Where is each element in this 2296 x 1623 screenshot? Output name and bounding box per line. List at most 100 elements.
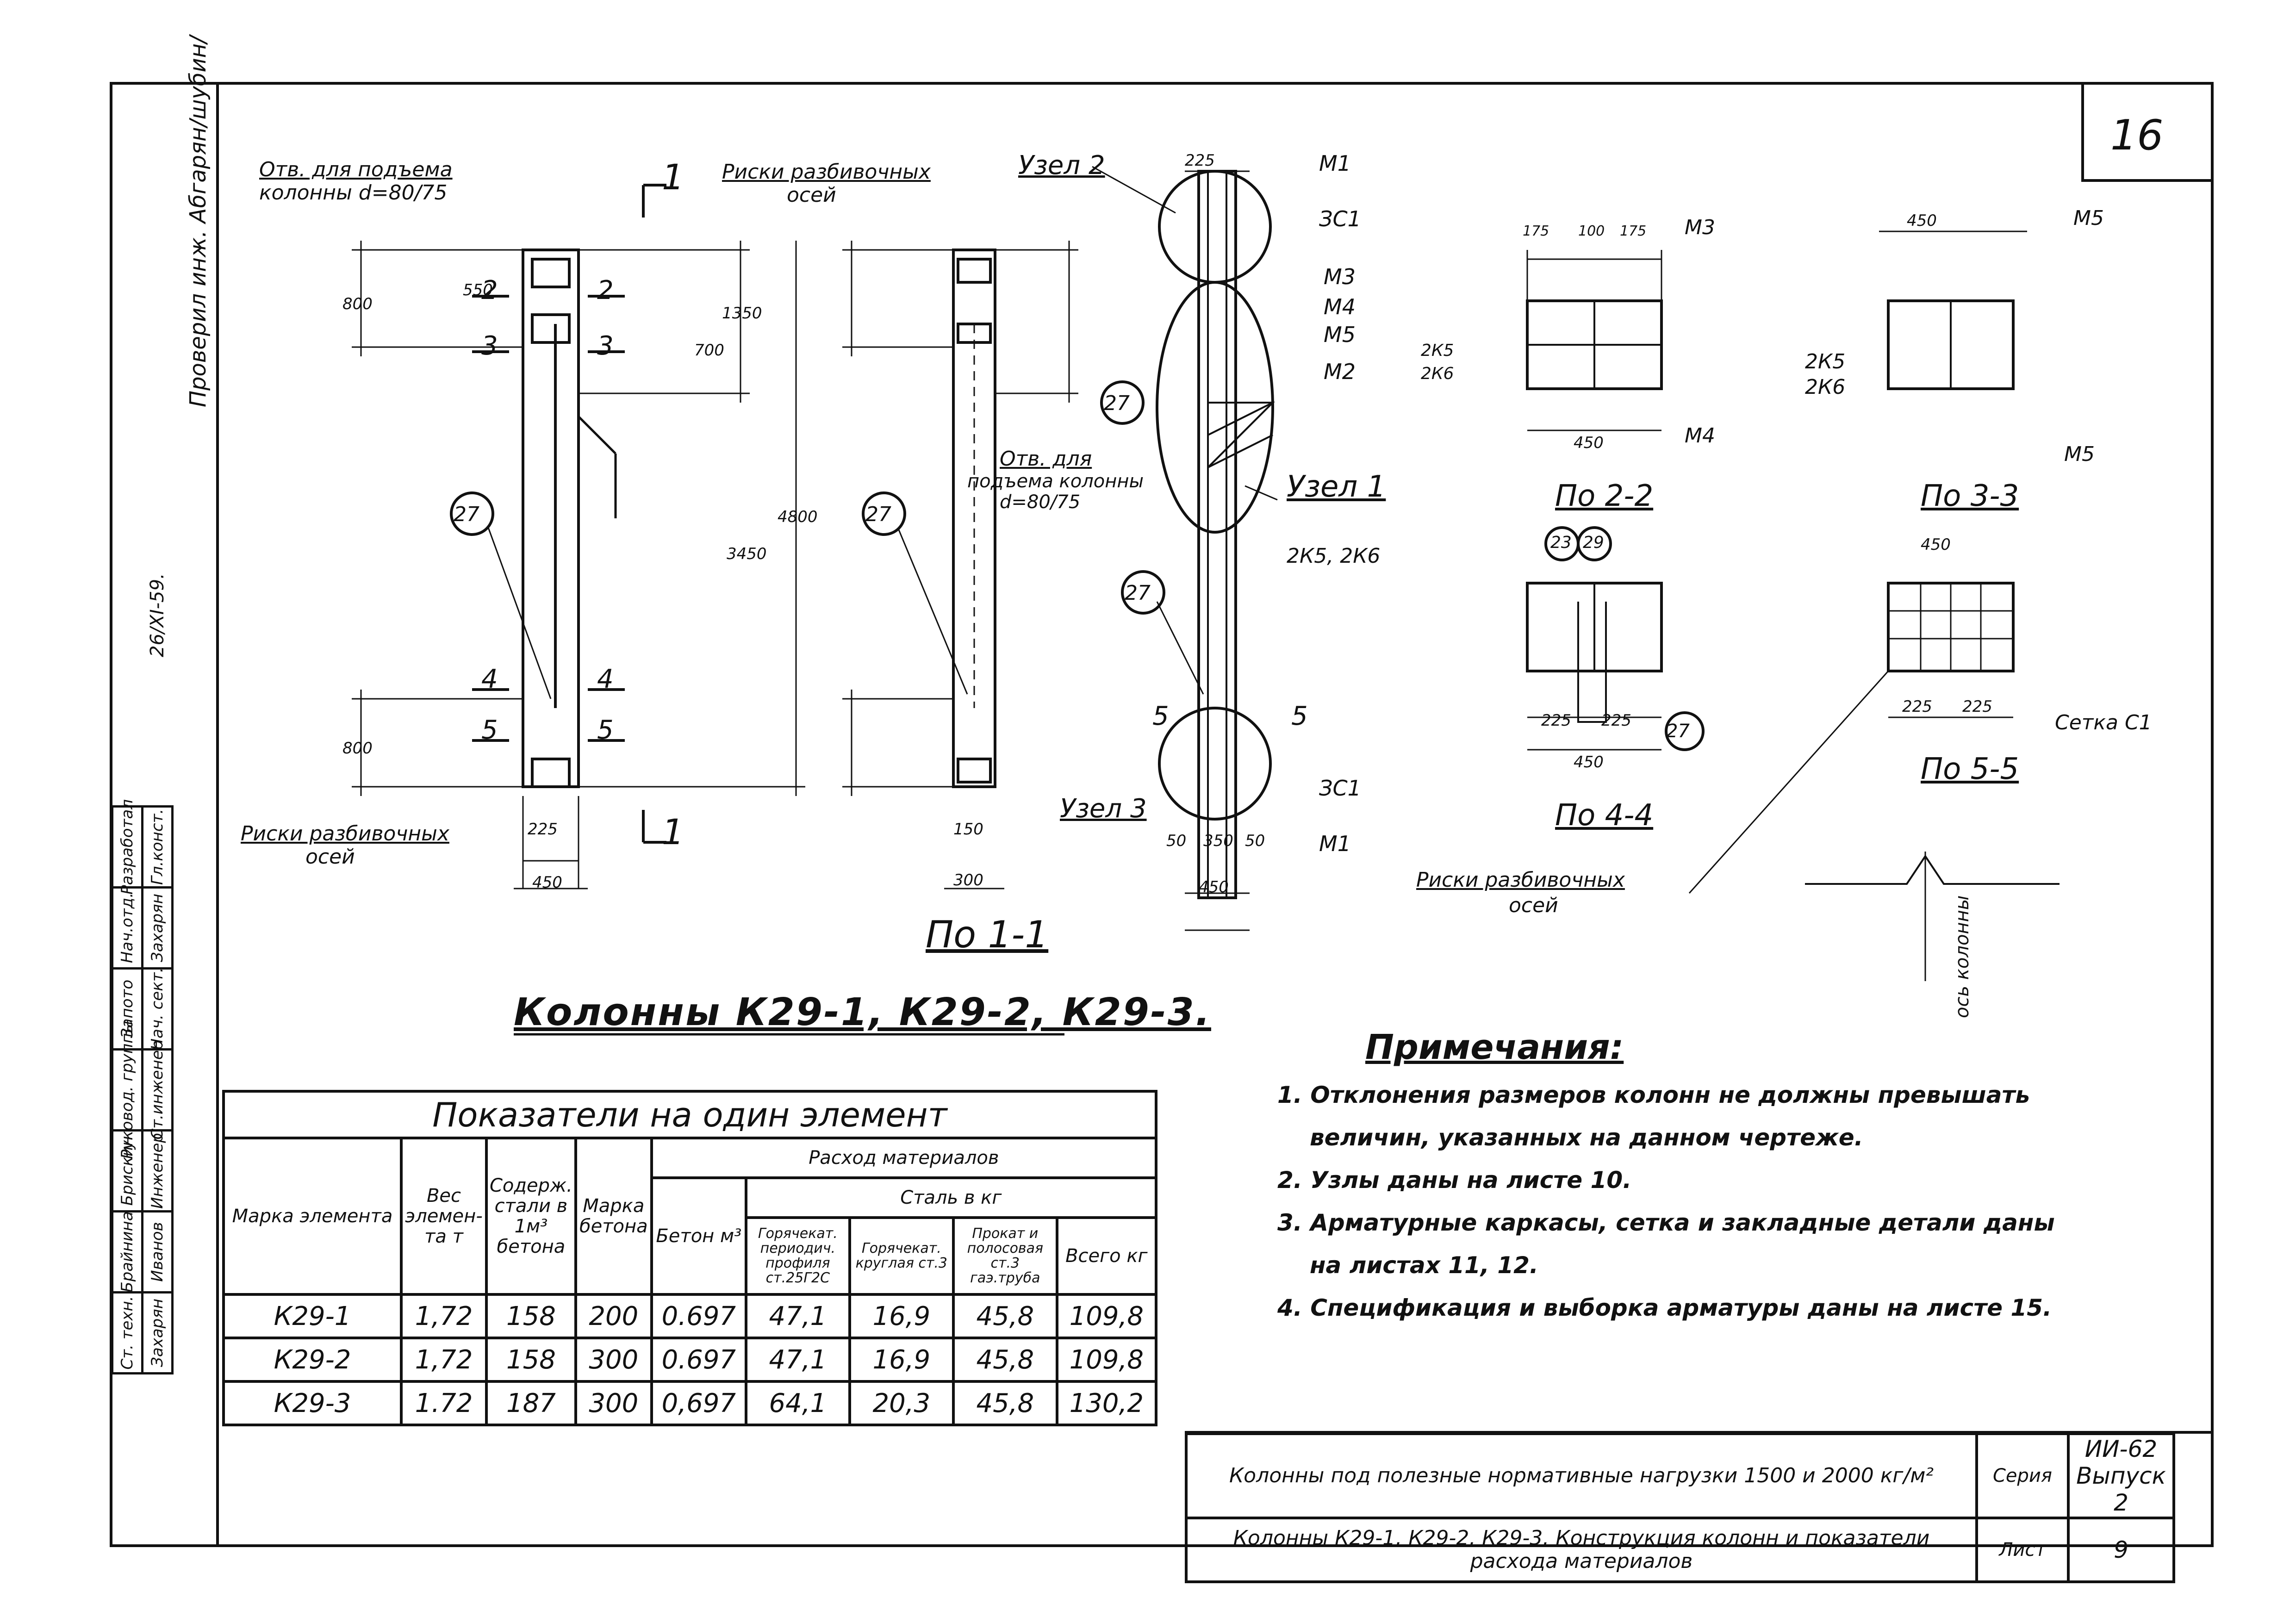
cell-total: 130,2 — [1055, 1380, 1157, 1426]
cell-grade: 300 — [574, 1380, 653, 1426]
k6-label: 2К6 — [1805, 375, 1846, 399]
stamp-name: Инженер — [148, 1133, 167, 1209]
column-side-view — [842, 241, 1078, 889]
note-line: 2. Узлы даны на листе 10. — [1277, 1167, 1632, 1194]
ref-29: 29 — [1583, 533, 1604, 552]
m5-section-label-a: М5 — [2073, 206, 2104, 230]
dim-3450: 3450 — [727, 545, 767, 563]
stamp-name: Захарян — [148, 1299, 167, 1367]
series-value: ИИ-62 Выпуск 2 — [2067, 1432, 2175, 1519]
note-line: 4. Спецификация и выборка арматуры даны … — [1277, 1294, 2052, 1321]
k5k6-label: 2К5, 2К6 — [1287, 544, 1381, 568]
m5-section-label-b: М5 — [2064, 442, 2095, 466]
node-3-label: Узел 3 — [1060, 794, 1147, 824]
indicators-caption: Показатели на один элемент — [222, 1090, 1157, 1139]
hdr-concrete: Бетон м³ — [650, 1176, 747, 1296]
ref-23: 23 — [1550, 533, 1572, 552]
node-2-label: Узел 2 — [1018, 150, 1105, 180]
cell-total: 109,8 — [1055, 1293, 1157, 1339]
hdr-hot-periodic: Горячекат. периодич. профиля ст.25Г2С — [744, 1216, 851, 1296]
cut-4-left: 4 — [481, 664, 498, 694]
cell-round: 20,3 — [848, 1380, 955, 1426]
dim-225-s44a: 225 — [1541, 711, 1571, 730]
m2-label: М2 — [1324, 359, 1356, 384]
zc1-bottom-label: ЗС1 — [1319, 776, 1361, 801]
lift-hole-label-2: колонны d=80/75 — [259, 181, 448, 205]
dim-350: 350 — [1203, 832, 1233, 850]
cell-concrete: 0.697 — [650, 1337, 747, 1383]
lift-hole-label-b3: d=80/75 — [1000, 491, 1081, 513]
dim-450-s55: 450 — [1921, 535, 1951, 554]
table-row: К29-2 1,72 158 300 0.697 47,1 16,9 45,8 … — [222, 1337, 1157, 1383]
dim-300: 300 — [953, 871, 983, 889]
cell-periodic: 64,1 — [744, 1380, 851, 1426]
section-2-2-title: По 2-2 — [1555, 479, 1654, 513]
cell-concrete: 0,697 — [650, 1380, 747, 1426]
dim-800-top: 800 — [342, 295, 373, 313]
stamp-name: Ст.инженер — [148, 1040, 167, 1140]
m3-label: М3 — [1324, 264, 1356, 289]
ref-27-b: 27 — [865, 503, 891, 526]
cell-weight: 1,72 — [400, 1337, 488, 1383]
cell-round: 16,9 — [848, 1337, 955, 1383]
cell-total: 109,8 — [1055, 1337, 1157, 1383]
axis-marks-label-top-2: осей — [787, 183, 836, 207]
cell-grade: 200 — [574, 1293, 653, 1339]
cell-concrete: 0.697 — [650, 1293, 747, 1339]
hdr-consumption: Расход материалов — [650, 1137, 1157, 1179]
axis-marks-label-right-2: осей — [1509, 894, 1558, 917]
k5-label: 2К5 — [1805, 350, 1846, 373]
section-3-3-title: По 3-3 — [1921, 479, 2019, 513]
cell-steel-content: 158 — [485, 1337, 577, 1383]
cell-rolled: 45,8 — [952, 1380, 1058, 1426]
notes-list: 1. Отклонения размеров колонн не должны … — [1277, 1074, 2064, 1329]
title-block-desc-2: Колонны К29-1, К29-2, К29-3. Конструкция… — [1185, 1517, 1978, 1583]
axis-marks-detail — [1688, 670, 2060, 981]
hdr-mark: Марка элемента — [222, 1137, 403, 1296]
dim-150: 150 — [953, 820, 983, 839]
dim-4800: 4800 — [778, 508, 818, 526]
hdr-steel: Сталь в кг — [744, 1176, 1157, 1219]
cut-5-elev-left: 5 — [1152, 701, 1169, 731]
axis-column-label: ось колонны — [1952, 895, 1973, 1018]
table-row: К29-3 1.72 187 300 0,697 64,1 20,3 45,8 … — [222, 1380, 1157, 1426]
section-3-3 — [1879, 230, 2027, 390]
note-line: величин, указанных на данном чертеже. — [1310, 1124, 1863, 1151]
dim-225-s44b: 225 — [1601, 711, 1631, 730]
dim-450-elev: 450 — [1199, 878, 1229, 896]
lift-hole-label-b2: подъема колонны — [967, 471, 1144, 492]
m1-bottom-label: М1 — [1319, 831, 1351, 856]
dim-50-a: 50 — [1166, 832, 1187, 850]
dim-225: 225 — [528, 820, 558, 839]
dim-700: 700 — [694, 341, 724, 360]
main-title: Колонны К29-1, К29-2, К29-3. — [514, 990, 1211, 1034]
cell-mark: К29-2 — [222, 1337, 403, 1383]
axis-marks-label-bottom: Риски разбивочных — [241, 822, 449, 846]
k5-label-b: 2К5 — [1421, 341, 1454, 360]
section-5-5-title: По 5-5 — [1921, 752, 2019, 786]
dim-50-b: 50 — [1245, 832, 1265, 850]
cell-mark: К29-3 — [222, 1380, 403, 1426]
date-note: 26/XI-59. — [147, 573, 168, 657]
lift-hole-label-b: Отв. для — [1000, 447, 1092, 471]
hdr-total: Всего кг — [1055, 1216, 1157, 1296]
sheet-frame — [110, 82, 2214, 1547]
cell-periodic: 47,1 — [744, 1337, 851, 1383]
corner-box — [2081, 82, 2214, 182]
verified-note: Проверил инж. Абгарян/шубин/ — [185, 36, 211, 407]
axis-marks-label-top: Риски разбивочных — [722, 160, 931, 184]
axis-marks-label-bottom-2: осей — [305, 845, 355, 869]
dim-225-s55b: 225 — [1962, 697, 1992, 716]
reinforcement-elevation — [1092, 166, 1278, 931]
dim-450: 450 — [532, 873, 562, 892]
zc1-top-label: ЗС1 — [1319, 206, 1361, 231]
cut-3-right: 3 — [597, 331, 614, 361]
stamp-name: Иванов — [148, 1222, 167, 1282]
stamp-name: Брискин — [118, 1136, 137, 1206]
section-4-4-title: По 4-4 — [1555, 798, 1654, 833]
cell-rolled: 45,8 — [952, 1337, 1058, 1383]
note-line: на листах 11, 12. — [1310, 1252, 1538, 1279]
cell-mark: К29-1 — [222, 1293, 403, 1339]
dim-550: 550 — [463, 281, 493, 299]
stamp-role: Гл.конст. — [148, 808, 167, 885]
